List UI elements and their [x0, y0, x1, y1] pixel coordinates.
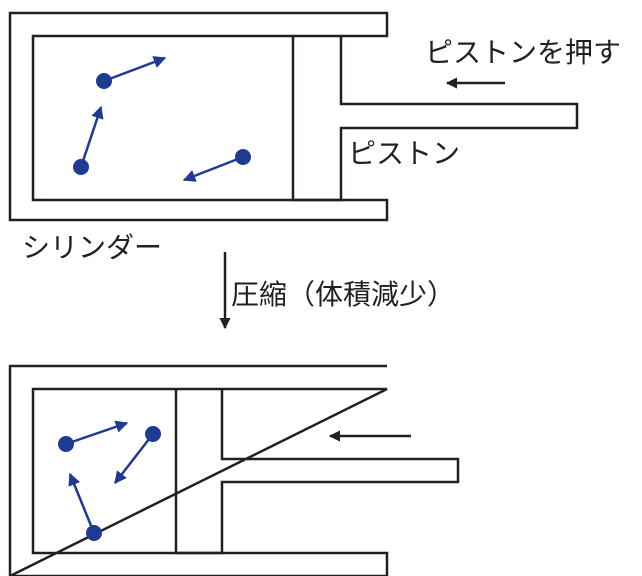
gas-molecule: [58, 436, 74, 452]
cylinder-wall-bottom: [8, 364, 389, 576]
gas-molecule: [96, 73, 112, 89]
molecule-velocity-arrow: [68, 472, 96, 534]
molecule-velocity-arrow: [103, 56, 167, 83]
gas-molecule: [235, 149, 251, 165]
compression-label: 圧縮（体積減少）: [231, 278, 455, 311]
gas-molecule: [145, 426, 161, 442]
cylinder-wall-top: [8, 11, 389, 222]
cylinder-label: シリンダー: [22, 231, 162, 264]
molecule-velocity-arrow: [65, 420, 129, 446]
molecule-velocity-arrow: [79, 105, 104, 168]
gas-molecule: [73, 159, 89, 175]
molecules-bottom: [58, 420, 161, 541]
molecule-velocity-arrow: [182, 155, 244, 182]
molecules-top: [73, 56, 251, 182]
piston-head-bottom: [174, 389, 460, 555]
piston-label: ピストン: [348, 137, 460, 170]
push-piston-label: ピストンを押す: [425, 36, 621, 69]
bottom-assembly: [8, 364, 460, 576]
top-assembly: [8, 11, 579, 222]
molecule-velocity-arrow: [114, 433, 154, 484]
piston-head-top: [291, 36, 579, 202]
gas-molecule: [86, 525, 102, 541]
